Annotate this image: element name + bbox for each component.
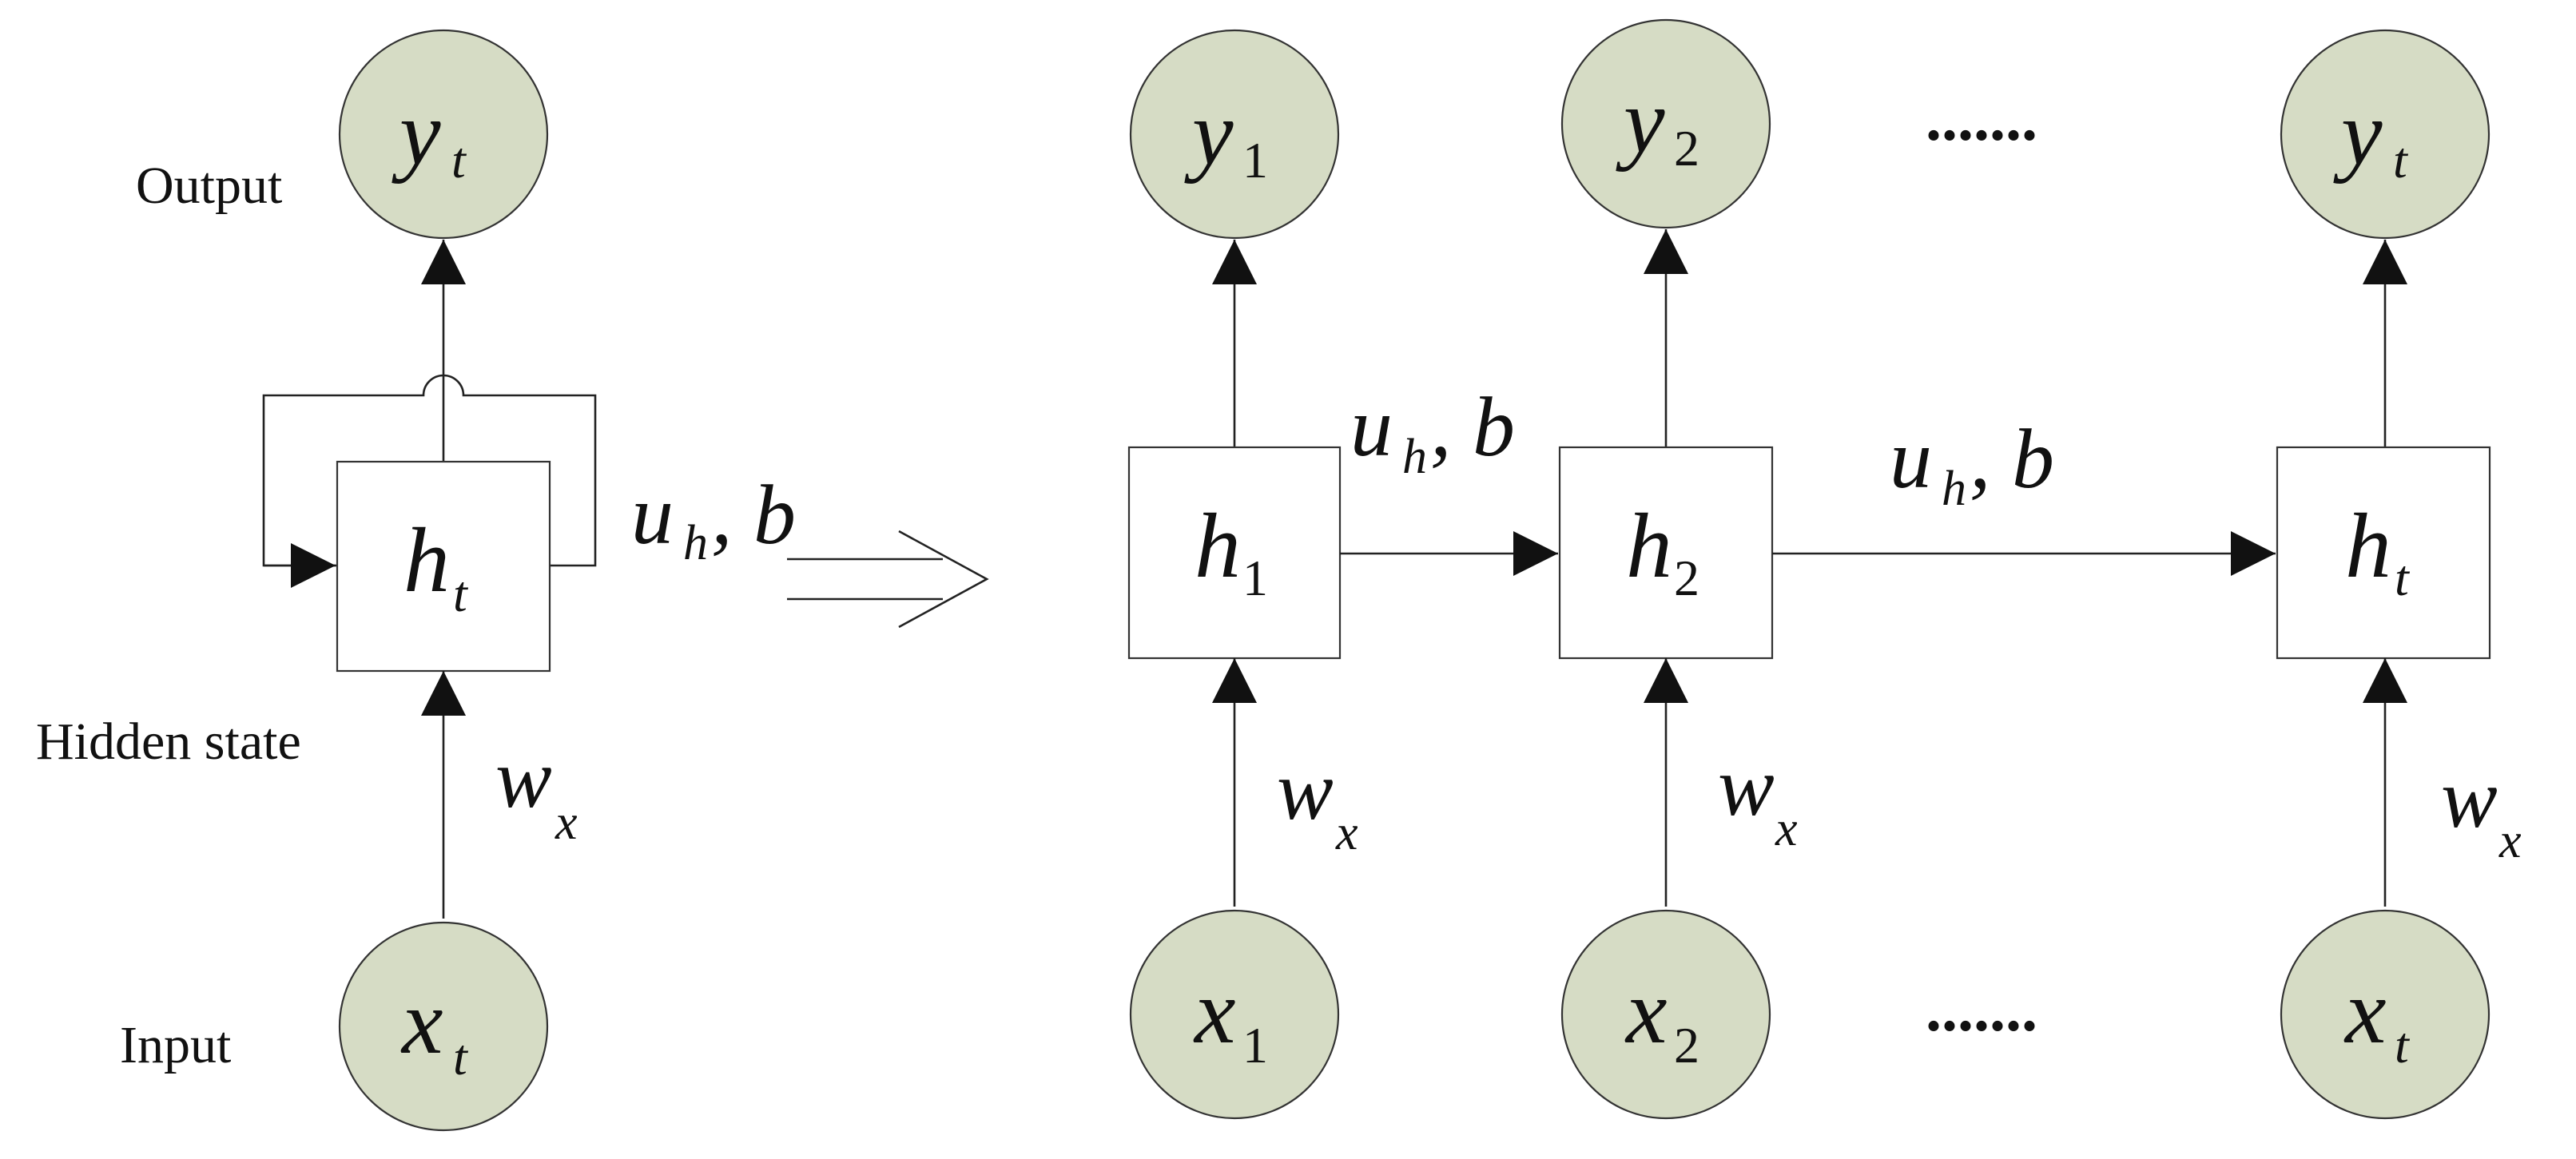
input-node-symbol: x	[400, 971, 443, 1074]
stept-weight-subscript: x	[2498, 814, 2522, 868]
folded-rnn: y t Output h t Hidden state u h , b w x	[36, 29, 796, 1132]
step1-hidden-subscript: 1	[1242, 550, 1268, 606]
input-label: Input	[120, 1016, 231, 1074]
step1-weight-symbol: w	[1277, 744, 1334, 837]
stept-input-subscript: t	[2395, 1017, 2411, 1074]
stept-output-subscript: t	[2393, 132, 2409, 189]
step2-input-weight-label: w x	[1718, 740, 1798, 856]
hidden-state-label: Hidden state	[36, 712, 301, 771]
hidden-box-ht: h t	[336, 460, 551, 673]
stept-hidden-symbol: h	[2345, 495, 2391, 597]
recurrent-weight-symbol: u	[631, 468, 674, 562]
step1-input-subscript: 1	[1242, 1017, 1268, 1074]
step2-weight-subscript: x	[1775, 802, 1798, 856]
transition-1-2-symbol: u	[1350, 380, 1393, 474]
step2-hidden-subscript: 2	[1674, 550, 1699, 606]
stept-weight-symbol: w	[2441, 752, 2498, 845]
output-label: Output	[136, 157, 282, 215]
step1-output-subscript: 1	[1242, 132, 1268, 189]
hidden-box-ht-unrolled: h t	[2276, 446, 2491, 660]
step2-output-symbol: y	[1616, 70, 1665, 173]
step1-weight-subscript: x	[1335, 806, 1358, 860]
transition-2-t-suffix: , b	[1970, 412, 2054, 506]
hidden-box-h1: h 1	[1127, 446, 1342, 660]
step2-weight-symbol: w	[1718, 740, 1775, 833]
hidden-box-h2: h 2	[1558, 446, 1774, 660]
output-node-yt-unrolled: y t	[2280, 29, 2491, 240]
stept-hidden-subscript: t	[2395, 550, 2411, 606]
transition-2-t: u h , b	[1772, 412, 2276, 576]
recurrent-weight-subscript: h	[683, 516, 708, 570]
input-node-subscript: t	[453, 1029, 469, 1086]
stept-input-weight-label: w x	[2441, 752, 2522, 868]
input-weight-subscript: x	[555, 796, 578, 850]
output-node-y1: y 1	[1129, 29, 1340, 240]
step1-output-symbol: y	[1184, 82, 1234, 185]
step1-input-weight-label: w x	[1277, 744, 1358, 860]
input-node-xt-unrolled: x t	[2280, 909, 2491, 1120]
transition-1-2-suffix: , b	[1430, 380, 1515, 474]
recurrent-loop-path	[262, 374, 597, 567]
step1-input-symbol: x	[1193, 961, 1236, 1063]
output-node-yt: y t	[338, 29, 549, 240]
input-node-xt: x t	[338, 921, 549, 1132]
step2-hidden-symbol: h	[1626, 495, 1672, 597]
step1-hidden-symbol: h	[1195, 495, 1241, 597]
hidden-box-subscript: t	[453, 566, 469, 622]
output-node-subscript: t	[451, 132, 467, 189]
output-node-symbol: y	[392, 82, 441, 185]
unrolled-rnn: y 1 h 1 w x x 1 u h ,	[1127, 18, 2522, 1120]
unfold-arrow	[787, 530, 989, 629]
unrolled-step-1: y 1 h 1 w x x 1	[1127, 29, 1358, 1120]
transition-2-t-symbol: u	[1890, 412, 1932, 506]
transition-1-2-subscript: h	[1402, 430, 1427, 484]
stept-input-symbol: x	[2343, 961, 2387, 1063]
step2-input-subscript: 2	[1674, 1017, 1699, 1074]
input-node-x1: x 1	[1129, 909, 1340, 1120]
ellipsis-bottom: .......	[1926, 974, 2037, 1045]
input-node-x2: x 2	[1560, 909, 1771, 1120]
unrolled-step-2: y 2 h 2 w x x 2	[1558, 18, 1798, 1120]
step2-input-symbol: x	[1624, 961, 1668, 1063]
step2-output-subscript: 2	[1674, 120, 1699, 177]
recurrent-weight-suffix: , b	[711, 468, 796, 562]
ellipsis-top: .......	[1926, 84, 2037, 154]
hidden-box-symbol: h	[403, 510, 450, 612]
input-weight-label: w x	[495, 732, 578, 850]
unrolled-step-t: y t h t w x x t	[2276, 29, 2522, 1120]
input-weight-symbol: w	[495, 732, 552, 825]
stept-output-symbol: y	[2333, 82, 2383, 185]
transition-2-t-subscript: h	[1942, 462, 1966, 516]
transition-1-2: u h , b	[1340, 380, 1558, 576]
output-node-y2: y 2	[1560, 18, 1771, 229]
recurrent-weight-label: u h , b	[631, 468, 796, 570]
